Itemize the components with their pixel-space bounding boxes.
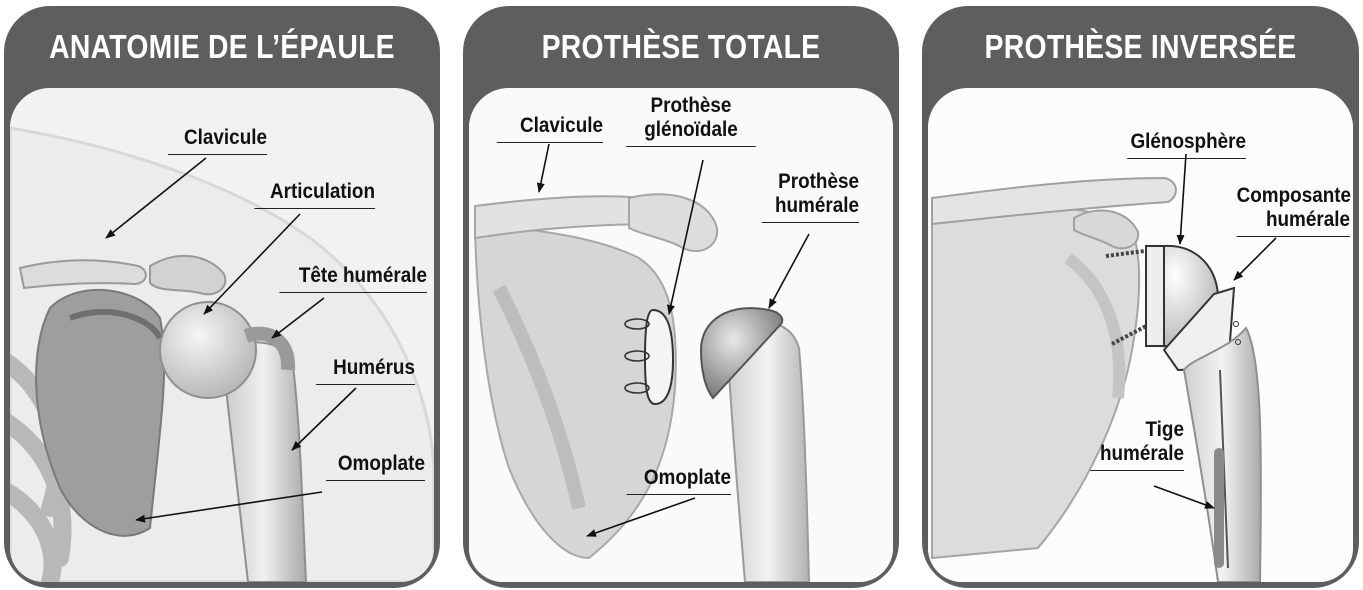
- label-omoplate: Omoplate: [326, 452, 425, 481]
- panel-total-prosthesis: PROTHÈSE TOTALE: [463, 6, 899, 588]
- label-glenosphere: Glénosphère: [1127, 130, 1246, 159]
- anatomy-illustration: Clavicule Articulation Tête humérale Hum…: [10, 88, 434, 582]
- label-omoplate: Omoplate: [627, 466, 731, 495]
- label-tete-humerale: Tête humérale: [279, 264, 427, 293]
- panel-title: PROTHÈSE INVERSÉE: [953, 6, 1329, 88]
- label-humerus: Humérus: [316, 356, 415, 385]
- reverse-prosthesis-drawing: [928, 88, 1353, 582]
- label-clavicule: Clavicule: [497, 114, 603, 143]
- label-articulation: Articulation: [254, 180, 375, 209]
- shoulder-anatomy-drawing: [10, 88, 434, 582]
- reverse-prosthesis-illustration: Glénosphère Composante humérale Tige hum…: [928, 88, 1353, 582]
- label-tige-humerale: Tige humérale: [1090, 418, 1184, 471]
- total-prosthesis-illustration: Clavicule Prothèse glénoïdale Prothèse h…: [469, 88, 893, 582]
- label-prothese-humerale: Prothèse humérale: [762, 170, 859, 223]
- label-prothese-glenoidale: Prothèse glénoïdale: [626, 94, 756, 147]
- panel-title: PROTHÈSE TOTALE: [494, 6, 869, 88]
- panel-shoulder-anatomy: ANATOMIE DE L’ÉPAULE: [4, 6, 440, 588]
- panel-title: ANATOMIE DE L’ÉPAULE: [35, 6, 410, 88]
- panel-reverse-prosthesis: PROTHÈSE INVERSÉE: [922, 6, 1359, 588]
- total-prosthesis-drawing: [469, 88, 893, 582]
- label-composante-humerale: Composante humérale: [1237, 184, 1350, 237]
- label-clavicule: Clavicule: [168, 126, 267, 155]
